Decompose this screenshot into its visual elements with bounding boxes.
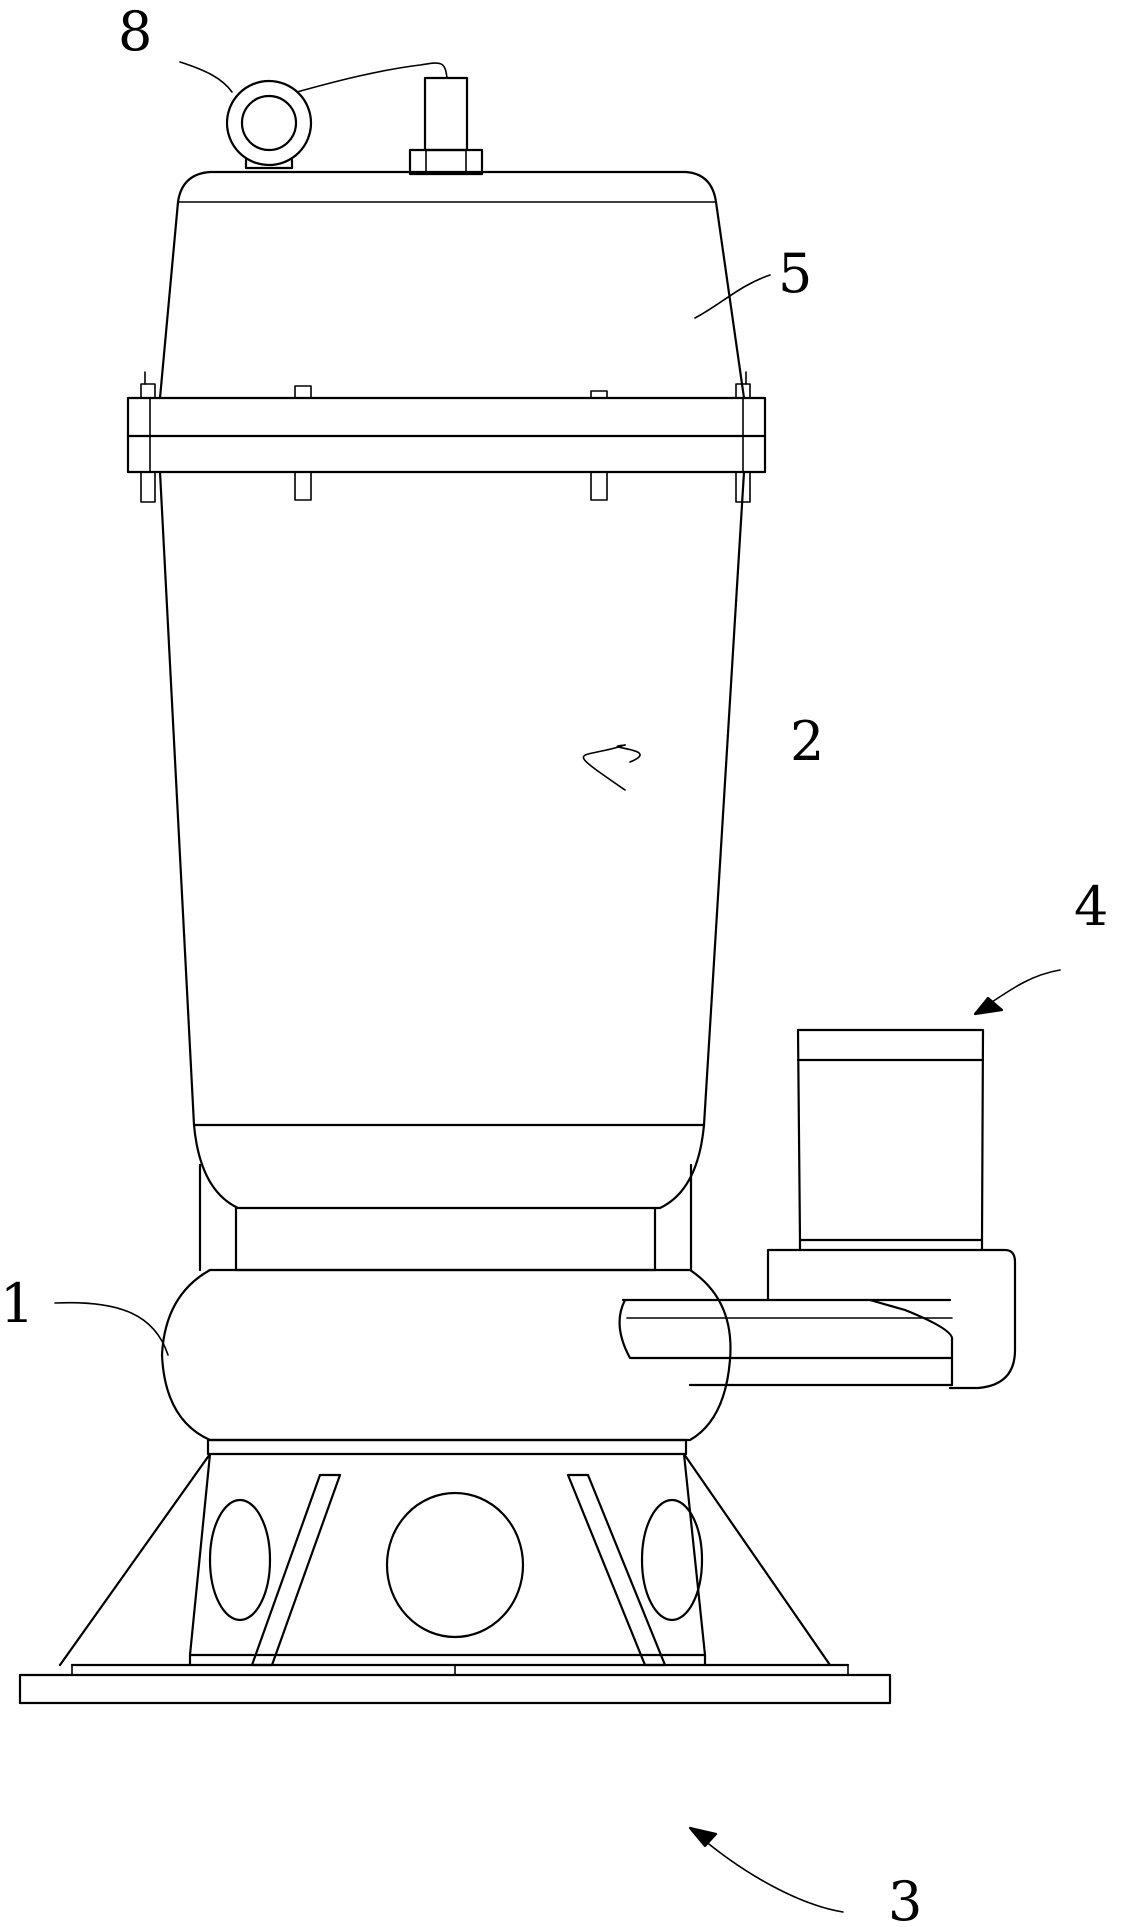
lifting-ring [225, 79, 313, 170]
pump-housing [160, 1268, 732, 1442]
leader-1 [54, 1301, 169, 1356]
label-5: 5 [778, 242, 812, 305]
middle-flange [126, 396, 767, 474]
cable-wire [296, 62, 448, 93]
arrow-4 [973, 969, 1061, 1016]
label-1: 1 [0, 1272, 34, 1335]
leader-5 [694, 274, 771, 319]
leader-8 [179, 61, 233, 93]
outlet-pipe [618, 1028, 1017, 1390]
cable-gland [408, 76, 484, 176]
label-2: 2 [790, 710, 824, 773]
neck [198, 1163, 693, 1272]
leader-2 [582, 744, 626, 791]
motor-body [158, 470, 746, 1210]
base-stand [18, 1438, 892, 1705]
arrow-3 [688, 1826, 844, 1913]
top-cover [158, 170, 746, 400]
leader-2-wave [616, 744, 641, 763]
label-4: 4 [1074, 875, 1108, 938]
label-8: 8 [118, 0, 152, 63]
label-3: 3 [888, 1870, 922, 1927]
